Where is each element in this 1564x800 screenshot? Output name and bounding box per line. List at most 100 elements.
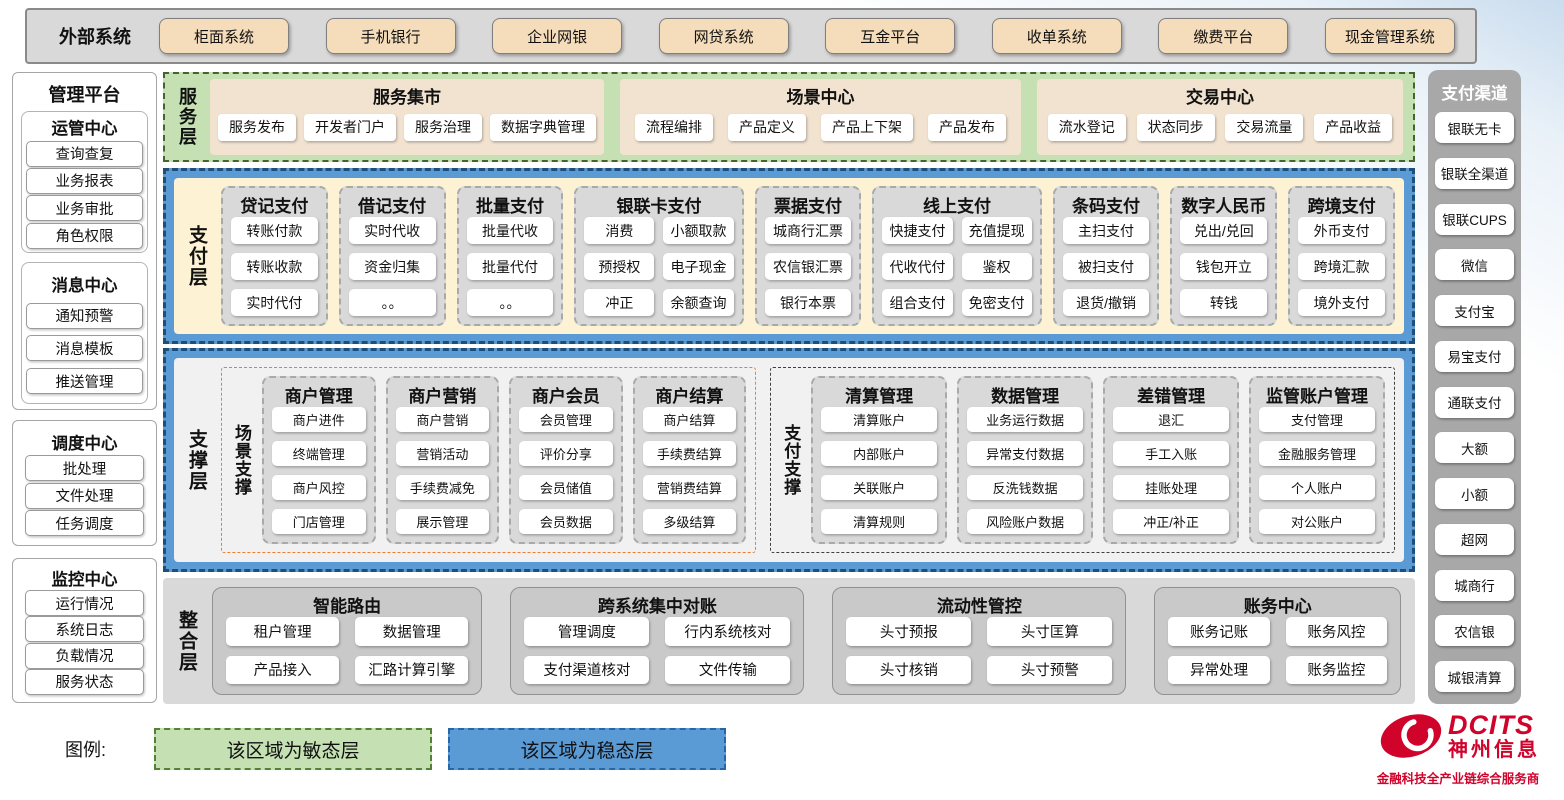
payment-column-title: 贷记支付 (240, 196, 309, 216)
logo-text: DCITS 神州信息 (1448, 710, 1540, 762)
integration-module-box: 行内系统核对 (665, 617, 791, 646)
logo-company: 神州信息 (1448, 738, 1540, 761)
integration-module-box: 支付渠道核对 (524, 655, 650, 684)
payment-module-box: 。。 (466, 289, 554, 316)
support-groups: 场景支撑商户管理商户进件终端管理商户风控门店管理商户营销商户营销营销活动手续费减… (221, 367, 1395, 553)
support-module-box: 终端管理 (272, 441, 366, 466)
support-module-box: 对公账户 (1259, 509, 1376, 534)
payment-column-items: 外币支付跨境汇款境外支付 (1298, 217, 1385, 316)
support-column-title: 商户管理 (284, 386, 353, 406)
support-group: 场景支撑商户管理商户进件终端管理商户风控门店管理商户营销商户营销营销活动手续费减… (221, 367, 757, 553)
payment-module-box: 充值提现 (961, 217, 1032, 244)
management-groups-middle: 调度中心批处理文件处理任务调度 (21, 426, 148, 540)
payment-column-items: 城商行汇票农信银汇票银行本票 (764, 217, 852, 316)
management-module-box: 批处理 (25, 455, 144, 482)
payment-module-box: 退货/撤销 (1062, 289, 1150, 316)
payment-module-box: 资金归集 (348, 253, 436, 280)
integration-module-box: 管理调度 (524, 617, 650, 646)
payment-module-box: 预授权 (584, 253, 655, 280)
support-module-box: 金融服务管理 (1259, 441, 1376, 466)
support-module-box: 退汇 (1113, 407, 1230, 432)
payment-channel-box: 城银清算 (1435, 661, 1514, 692)
service-panel: 场景中心流程编排产品定义产品上下架产品发布 (620, 79, 1021, 155)
integration-panel: 账务中心账务记账账务风控异常处理账务监控 (1154, 587, 1401, 695)
support-column-title: 清算管理 (845, 386, 914, 406)
integration-panel-title: 跨系统集中对账 (597, 596, 717, 616)
payment-column: 借记支付实时代收资金归集。。 (338, 186, 446, 326)
payment-column-items: 快捷支付充值提现代收代付鉴权组合支付免密支付 (882, 217, 1032, 316)
payment-module-box: 批量代收 (466, 217, 554, 244)
management-module-box: 业务报表 (26, 167, 143, 194)
payment-module-box: 境外支付 (1298, 289, 1385, 316)
legend-label: 图例: (65, 740, 107, 760)
legend: 图例: 该区域为敏态层该区域为稳态层 (65, 728, 742, 770)
payment-module-box: 小额取款 (663, 217, 734, 244)
integration-panel-items: 管理调度行内系统核对支付渠道核对文件传输 (524, 617, 791, 684)
integration-layer: 整合层 智能路由租户管理数据管理产品接入汇路计算引擎跨系统集中对账管理调度行内系… (163, 578, 1415, 704)
service-module-box: 开发者门户 (304, 113, 396, 141)
payment-column-title: 跨境支付 (1307, 196, 1376, 216)
payment-column-items: 主扫支付被扫支付退货/撤销 (1062, 217, 1150, 316)
legend-items: 该区域为敏态层该区域为稳态层 (154, 728, 742, 770)
support-column: 商户结算商户结算手续费结算营销费结算多级结算 (632, 376, 747, 544)
external-system-box: 企业网银 (492, 18, 623, 54)
integration-panels: 智能路由租户管理数据管理产品接入汇路计算引擎跨系统集中对账管理调度行内系统核对支… (212, 587, 1401, 695)
support-module-box: 手工入账 (1113, 441, 1230, 466)
service-panel-items: 流程编排产品定义产品上下架产品发布 (628, 106, 1013, 148)
service-module-box: 服务发布 (218, 113, 296, 141)
management-group-title: 调度中心 (51, 434, 118, 453)
payment-column: 贷记支付转账付款转账收款实时代付 (221, 186, 328, 326)
support-column: 监管账户管理支付管理金融服务管理个人账户对公账户 (1249, 376, 1386, 544)
payment-column-title: 票据支付 (774, 196, 842, 216)
service-module-box: 数据字典管理 (490, 113, 596, 141)
integration-module-box: 异常处理 (1168, 655, 1270, 684)
service-module-box: 状态同步 (1136, 113, 1215, 141)
payment-module-box: 兑出/兑回 (1180, 217, 1268, 244)
management-groups-bottom: 监控中心运行情况系统日志负载情况服务状态 (21, 564, 148, 697)
service-module-box: 产品上下架 (821, 113, 913, 141)
integration-module-box: 汇路计算引擎 (355, 655, 469, 684)
payment-column-title: 批量支付 (475, 196, 544, 216)
payment-module-box: 实时代付 (231, 289, 318, 316)
integration-panel: 跨系统集中对账管理调度行内系统核对支付渠道核对文件传输 (510, 587, 805, 695)
service-module-box: 交易流量 (1225, 113, 1304, 141)
payment-channel-box: 支付宝 (1435, 295, 1514, 326)
payment-module-box: 冲正 (584, 289, 655, 316)
support-module-box: 异常支付数据 (967, 441, 1084, 466)
payment-channel-box: 农信银 (1435, 615, 1514, 647)
payment-module-box: 主扫支付 (1062, 217, 1150, 244)
payment-channel-box: 大额 (1435, 432, 1514, 464)
payment-column-items: 批量代收批量代付。。 (466, 217, 554, 316)
integration-panel-title: 流动性管控 (936, 596, 1022, 616)
external-system-box: 手机银行 (325, 18, 456, 54)
support-column-title: 商户营销 (408, 386, 477, 406)
payment-module-box: 代收代付 (882, 253, 953, 280)
support-column-items: 商户结算手续费结算营销费结算多级结算 (642, 407, 737, 534)
support-module-box: 会员数据 (519, 509, 613, 534)
external-systems-list: 柜面系统手机银行企业网银网贷系统互金平台收单系统缴费平台现金管理系统 (159, 18, 1455, 54)
payment-column-items: 兑出/兑回钱包开立转钱 (1180, 217, 1268, 316)
support-module-box: 手续费结算 (642, 441, 737, 466)
support-column-items: 商户营销营销活动手续费减免展示管理 (395, 407, 490, 534)
integration-module-box: 头寸核销 (846, 655, 972, 684)
support-group-label: 支付支撑 (781, 424, 801, 496)
payment-column-items: 转账付款转账收款实时代付 (231, 217, 318, 316)
payment-layer: 支付层 贷记支付转账付款转账收款实时代付借记支付实时代收资金归集。。批量支付批量… (163, 168, 1415, 344)
integration-panel-title: 账务中心 (1243, 596, 1312, 616)
management-groups-top: 运管中心查询查复业务报表业务审批角色权限消息中心通知预警消息模板推送管理 (21, 111, 148, 404)
service-module-box: 产品发布 (928, 113, 1006, 141)
payment-column-title: 借记支付 (358, 196, 427, 216)
payment-channel-box: 易宝支付 (1435, 340, 1514, 372)
support-layer-label: 支撑层 (186, 428, 207, 492)
support-module-box: 清算账户 (821, 407, 938, 432)
management-module-box: 文件处理 (25, 482, 144, 509)
support-column-items: 会员管理评价分享会员储值会员数据 (519, 407, 613, 534)
payment-column: 银联卡支付消费小额取款预授权电子现金冲正余额查询 (574, 186, 744, 326)
payment-column-title: 条码支付 (1072, 196, 1141, 216)
support-column-title: 监管账户管理 (1266, 386, 1369, 406)
support-module-box: 关联账户 (821, 475, 938, 500)
legend-item-agile: 该区域为敏态层 (154, 728, 433, 770)
external-system-box: 收单系统 (991, 18, 1122, 54)
support-module-box: 门店管理 (272, 509, 366, 534)
